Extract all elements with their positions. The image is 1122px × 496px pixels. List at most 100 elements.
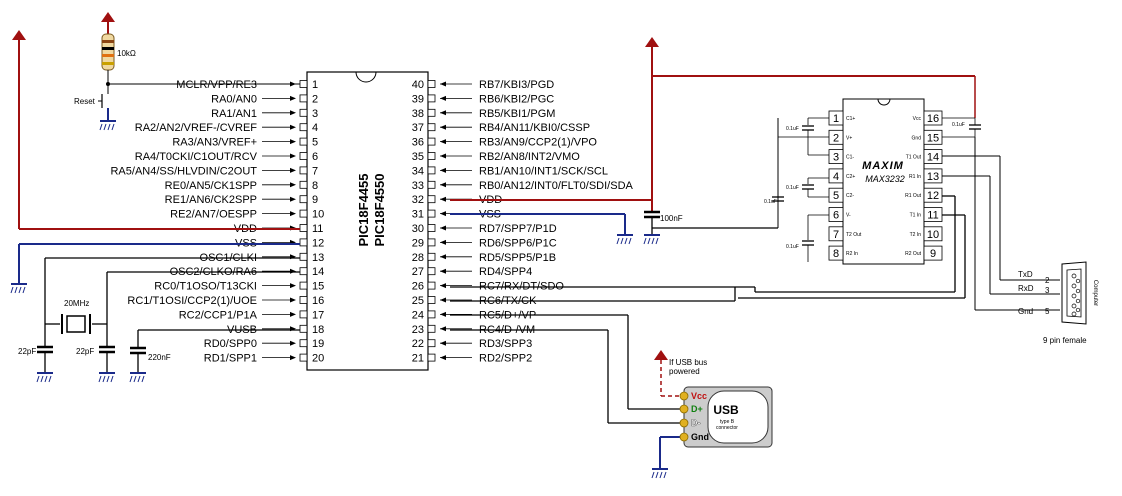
vusb-capacitor: 220nF [129,329,300,383]
oscillator-circuit: 20MHz 22pF 22pF [18,257,300,383]
reset-label: Reset [74,97,96,106]
max-pin-label: T2 Out [846,232,862,238]
mcu-pin-number: 36 [412,137,424,149]
max-pin-box [923,149,943,165]
pin-arrow-icon [440,110,446,116]
pin-arrow-icon [440,254,446,260]
resistor-label: 10kΩ [117,49,136,58]
max-pin-label: V+ [846,135,852,141]
serial-wiring: TxD RxD Gnd 2 3 5 [450,155,1060,316]
pin-arrow-icon [440,196,446,202]
max-pin-label: C1- [846,155,854,161]
mcu-part-1: PIC18F4455 [356,174,371,247]
max-pin-box [828,168,844,184]
usb-circuit: If USB bus powered Vcc D+ D- Gnd USB typ… [450,314,773,479]
max-pin-box [828,207,844,222]
crystal-label: 20MHz [64,299,89,308]
mcu-pin-number: 14 [312,266,324,278]
mcu-pin-number: 16 [312,295,324,307]
max-cap2-label: 0.1uF [786,185,799,191]
mcu-pin-label: RD4/SPP4 [479,266,532,278]
mcu-pin-label: RB1/AN10/INT1/SCK/SCL [479,165,608,177]
mcu-pin-box [427,123,436,132]
mcu-pin-box [299,166,308,175]
mcu-pin-box [427,238,436,247]
right-power-circuit: 100nF [450,37,976,245]
mcu-pin-box [427,209,436,218]
pin-arrow-icon [440,268,446,274]
mcu-pin-number: 8 [312,180,318,192]
pin-arrow-icon [440,167,446,173]
pin-arrow-icon [440,211,446,217]
mcu-pin-label: RC0/T1OSO/T13CKI [154,281,257,293]
pin-arrow-icon [440,182,446,188]
mcu-pin-number: 7 [312,165,318,177]
db9-pin3: 3 [1045,286,1050,295]
gnd-symbol-osc1 [36,372,53,383]
mcu-pin-box [427,80,436,88]
pin-arrow-icon [290,110,296,116]
mcu-pin-box [299,281,308,290]
pin-arrow-icon [290,196,296,202]
pin-arrow-icon [440,340,446,346]
mcu-pin-label: RB5/KBI1/PGM [479,108,555,120]
pin-arrow-icon [290,153,296,159]
mcu-pin-box [427,353,436,362]
max-pin-number: 12 [927,190,939,202]
pin-arrow-icon [290,95,296,101]
mcu-pin-number: 26 [412,281,424,293]
max-pin-number: 2 [833,132,839,144]
mcu-pin-box [299,238,308,247]
max-pin-number: 1 [833,113,839,125]
mcu-pin-label: RA1/AN1 [211,108,257,120]
db9-computer-label: Computer [1092,280,1098,306]
mcu-pin-box [299,137,308,146]
mcu-pin-label: RC1/T1OSI/CCP2(1)/UOE [127,295,257,307]
max-pin-label: T2 In [910,232,922,238]
mcu-pin-number: 11 [312,223,323,235]
mcu-pin-number: 12 [312,237,324,249]
max-pin-box [923,226,943,242]
max-pin-label: Gnd [912,135,922,141]
pin-arrow-icon [290,355,296,361]
mcu-pin-box [427,224,436,232]
vdd-left-rail [12,30,300,230]
pin-arrow-icon [290,139,296,145]
mcu-pin-number: 1 [312,79,318,91]
max-pin-box [923,187,943,203]
mcu-pin-label: RD7/SPP7/P1D [479,223,557,235]
mcu-pin-box [299,80,308,88]
txd-label: TxD [1018,270,1033,279]
gnd-symbol-reset [99,120,116,131]
pin-arrow-icon [290,340,296,346]
mcu-notch [355,71,377,83]
mcu-pin-box [299,324,308,333]
mcu-pin-box [427,281,436,290]
mcu-pin-number: 33 [412,180,424,192]
max-pin-number: 14 [927,152,939,164]
mcu-pin-number: 38 [412,108,424,120]
mcu-pin-label: RE2/AN7/OESPP [170,209,257,221]
mcu-pin-box [427,180,436,189]
db9-connector: Computer 9 pin female [1043,261,1098,345]
mcu-pin-number: 28 [412,252,424,264]
mcu-pin-number: 35 [412,151,424,163]
max-pin-label: R2 In [846,251,858,257]
pin-arrow-icon [440,311,446,317]
mcu-pin-label: RB7/KBI3/PGD [479,79,554,91]
mcu-pin-label: RB0/AN12/INT0/FLT0/SDI/SDA [479,180,634,192]
max-pin-number: 9 [930,248,936,260]
mcu-pin-box [427,339,436,348]
gnd-label-serial: Gnd [1018,307,1033,316]
mcu-pin-number: 32 [412,194,424,206]
mcu-pin-number: 5 [312,137,318,149]
max-pin-label: C2+ [846,174,855,180]
db9-caption: 9 pin female [1043,336,1087,345]
mcu-pin-label: RD0/SPP0 [204,338,257,350]
mcu-part-2: PIC18F4550 [372,174,387,247]
mclr-reset-circuit: 10kΩ Reset [74,12,300,131]
max-cap4-label: 0.1uF [786,244,799,250]
mcu-pin-label: RE0/AN5/CK1SPP [165,180,257,192]
pin-arrow-icon [290,124,296,130]
